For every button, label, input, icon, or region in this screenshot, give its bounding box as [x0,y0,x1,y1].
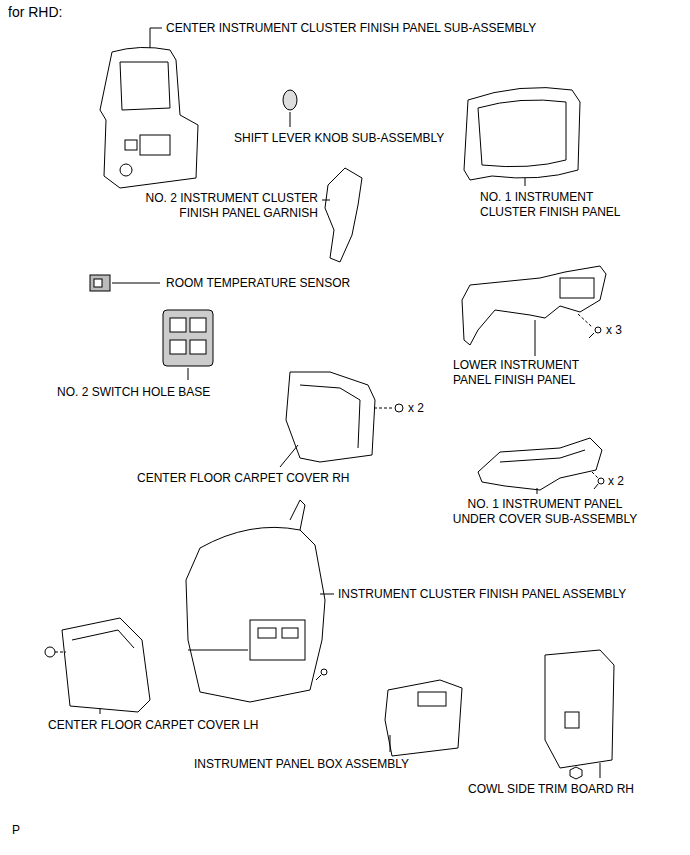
part-name: NO. 1 INSTRUMENT PANEL UNDER COVER SUB-A… [446,497,644,527]
part-name: CENTER INSTRUMENT CLUSTER FINISH PANEL S… [166,21,536,36]
part-name: x 3 [606,323,622,338]
part-name: INSTRUMENT CLUSTER FINISH PANEL ASSEMBLY [338,587,626,602]
part-name: ROOM TEMPERATURE SENSOR [166,276,350,291]
part-name: x 2 [408,401,424,416]
part-name: SHIFT LEVER KNOB SUB-ASSEMBLY [234,131,444,146]
part-name: COWL SIDE TRIM BOARD RH [468,782,634,797]
part-name: LOWER INSTRUMENT PANEL FINISH PANEL [453,358,603,388]
heading: for RHD: [8,4,62,20]
part-name: CENTER FLOOR CARPET COVER RH [137,471,349,486]
figure-code: P [12,823,20,838]
part-name: x 2 [608,474,624,489]
part-name: NO. 2 SWITCH HOLE BASE [57,385,210,400]
part-name: CENTER FLOOR CARPET COVER LH [48,718,258,733]
part-name: NO. 2 INSTRUMENT CLUSTER FINISH PANEL GA… [113,191,318,221]
part-name: INSTRUMENT PANEL BOX ASSEMBLY [194,757,409,772]
part-name: NO. 1 INSTRUMENT CLUSTER FINISH PANEL [480,190,648,220]
